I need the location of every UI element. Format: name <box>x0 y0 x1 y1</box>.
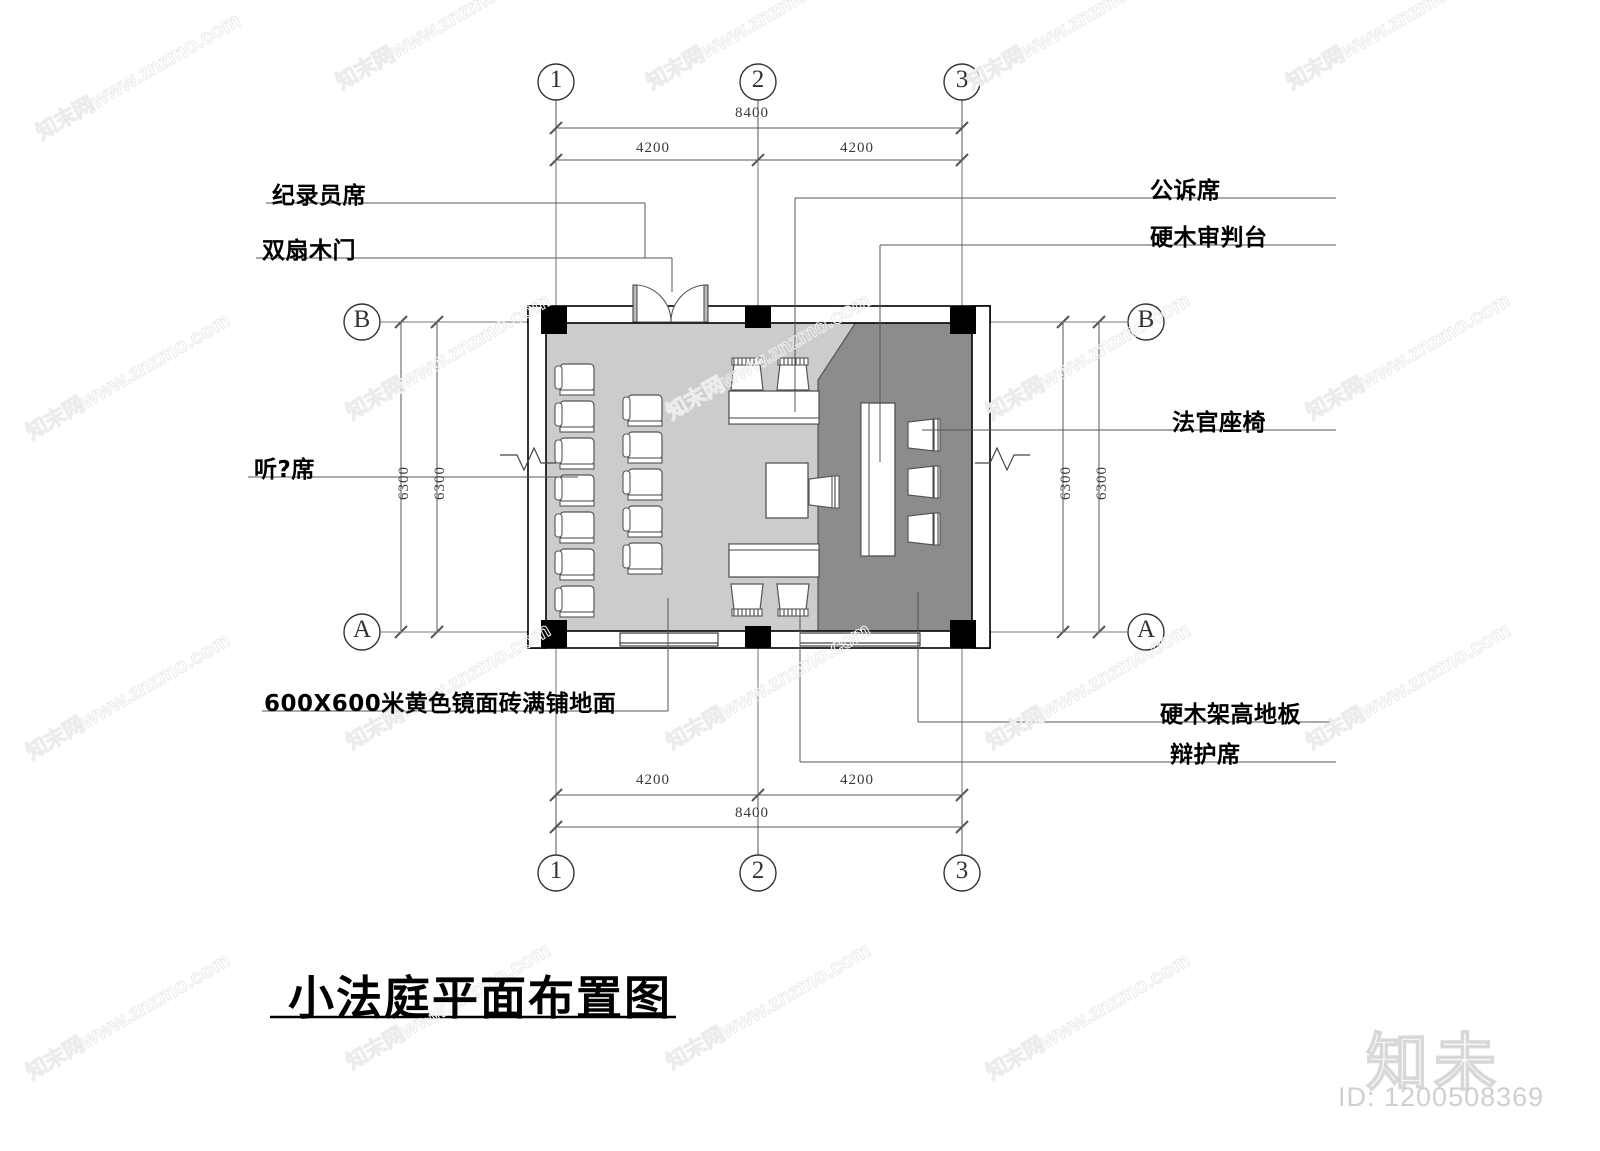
watermark-id: ID: 1200508369 <box>1338 1082 1545 1112</box>
grid-bubble-3-bottom <box>943 854 981 892</box>
break-symbol-left <box>500 446 556 472</box>
label-judge-chair: 法官座椅 <box>1172 410 1266 436</box>
label-hardwood-raised: 硬木架高地板 <box>1160 702 1301 728</box>
grid-label-1-bottom: 1 <box>549 857 563 884</box>
defense-chair-2 <box>776 583 810 617</box>
door-leaf-left <box>632 284 638 323</box>
judge-chairs <box>907 418 941 546</box>
dim-bottom-right-bay: 4200 <box>840 772 874 788</box>
dim-bottom-total: 8400 <box>735 805 769 821</box>
dimension-bottom <box>549 650 969 855</box>
column-a1 <box>541 620 567 648</box>
judge-chair-1 <box>907 418 941 452</box>
prosecution-chair-1 <box>730 357 764 391</box>
column-a3 <box>950 620 976 648</box>
watermark-logo: 知未 <box>1365 1025 1503 1100</box>
break-symbols <box>500 446 1030 472</box>
dim-top-right-bay: 4200 <box>840 140 874 156</box>
prosecution-chair-2 <box>776 357 810 391</box>
break-symbol-right <box>975 446 1030 472</box>
dim-right-inner: 6300 <box>1058 466 1074 500</box>
grid-label-b-right: B <box>1137 306 1155 333</box>
leader-lines <box>248 197 1336 763</box>
dim-right-outer: 6300 <box>1094 466 1110 500</box>
judge-bench-group <box>860 402 896 557</box>
defense-table-group <box>728 543 820 617</box>
label-audience-seat: 听?席 <box>254 457 315 483</box>
grid-label-3-bottom: 3 <box>955 857 969 884</box>
grid-label-a-right: A <box>1136 616 1156 643</box>
page-title: 小法庭平面布置图 <box>288 971 672 1025</box>
grid-bubble-2-bottom <box>739 854 777 892</box>
witness-desk-group <box>765 462 840 519</box>
label-defense-seat: 辩护席 <box>1170 742 1241 768</box>
grid-label-a-left: A <box>352 616 372 643</box>
dim-left-outer: 6300 <box>396 466 412 500</box>
grid-label-2-bottom: 2 <box>751 857 765 884</box>
grid-label-2-top: 2 <box>751 66 765 93</box>
column-b2 <box>745 306 771 328</box>
grid-bubble-2-top <box>739 63 777 101</box>
double-wood-door <box>632 284 710 323</box>
columns <box>541 306 976 648</box>
windows <box>619 632 921 647</box>
dim-left-inner: 6300 <box>432 466 448 500</box>
defense-chair-1 <box>730 583 764 617</box>
column-b1 <box>541 306 567 334</box>
door-leaf-right <box>703 284 709 323</box>
audience-chairs-column-2 <box>622 394 663 575</box>
grid-label-3-top: 3 <box>955 66 969 93</box>
dim-top-left-bay: 4200 <box>636 140 670 156</box>
judge-chair-2 <box>907 465 941 499</box>
prosecution-table-group <box>728 357 820 425</box>
dim-bottom-left-bay: 4200 <box>636 772 670 788</box>
column-b3 <box>950 306 976 334</box>
window-bottom-right <box>799 632 921 647</box>
grid-bubble-1-bottom <box>537 854 575 892</box>
judge-chair-3 <box>907 512 941 546</box>
label-double-wood-door: 双扇木门 <box>262 238 356 264</box>
label-prosecution-seat: 公诉席 <box>1150 178 1221 204</box>
grid-label-1-top: 1 <box>549 66 563 93</box>
witness-desk <box>765 462 809 519</box>
dim-top-total: 8400 <box>735 105 769 121</box>
label-floor-tile: 600X600米黄色镜面砖满铺地面 <box>264 691 617 717</box>
audience-chairs-column-1 <box>554 363 595 618</box>
witness-chair <box>808 475 840 509</box>
grid-bubble-3-top <box>943 63 981 101</box>
window-bottom-left <box>619 632 719 647</box>
grid-bubble-1-top <box>537 63 575 101</box>
grid-label-b-left: B <box>353 306 371 333</box>
column-a2 <box>745 626 771 648</box>
label-recorder-seat: 纪录员席 <box>272 183 366 209</box>
label-hardwood-bench: 硬木审判台 <box>1150 225 1268 251</box>
